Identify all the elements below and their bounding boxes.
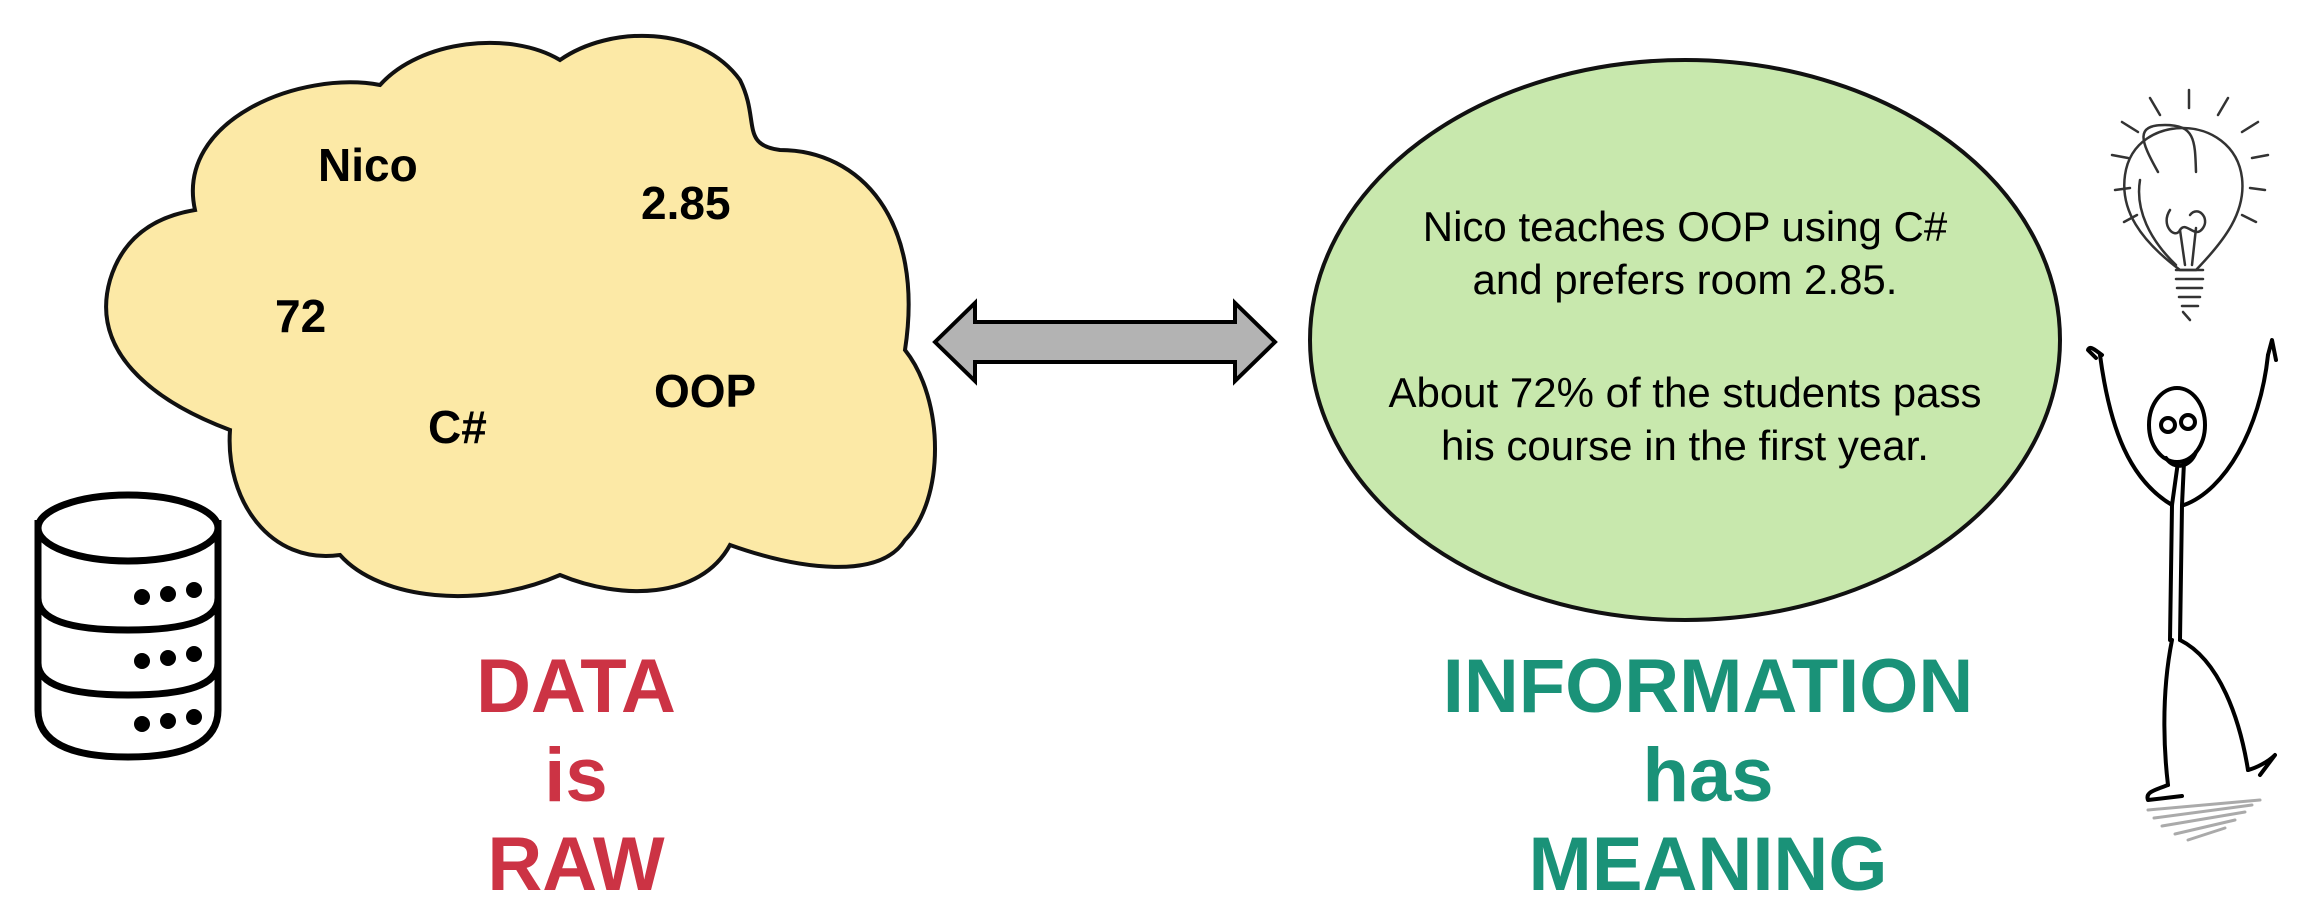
- cloud-word-nico: Nico: [318, 139, 418, 191]
- caption-info-line-2: has: [1643, 733, 1774, 818]
- cloud-word-oop: OOP: [654, 365, 756, 417]
- information-ellipse: Nico teaches OOP using C# and prefers ro…: [1308, 58, 2062, 622]
- caption-info-line-1: INFORMATION: [1443, 644, 1974, 729]
- ellipse-shape: [1308, 58, 2062, 622]
- information-caption: INFORMATION has MEANING: [1443, 644, 1974, 907]
- info-line-2: and prefers room 2.85.: [1473, 256, 1898, 303]
- cloud-word-2-85: 2.85: [641, 177, 731, 229]
- lightbulb-icon: [2110, 88, 2270, 322]
- data-caption: DATA is RAW: [476, 644, 676, 907]
- shadow-icon: [2146, 798, 2262, 842]
- info-line-3: About 72% of the students pass: [1388, 369, 1981, 416]
- caption-data-line-2: is: [544, 733, 607, 818]
- info-line-4: his course in the first year.: [1441, 422, 1929, 469]
- stick-figure-icon: [2086, 338, 2278, 802]
- cloud-shape: [104, 33, 937, 598]
- caption-data-line-1: DATA: [476, 644, 676, 729]
- cloud-word-72: 72: [275, 290, 326, 342]
- data-cloud: Nico 2.85 72 OOP C#: [104, 33, 937, 598]
- caption-data-line-3: RAW: [487, 822, 665, 907]
- cloud-word-csharp: C#: [428, 401, 487, 453]
- caption-info-line-3: MEANING: [1529, 822, 1888, 907]
- double-arrow-icon: [932, 298, 1278, 386]
- info-line-1: Nico teaches OOP using C#: [1423, 203, 1948, 250]
- database-icon: [34, 491, 222, 761]
